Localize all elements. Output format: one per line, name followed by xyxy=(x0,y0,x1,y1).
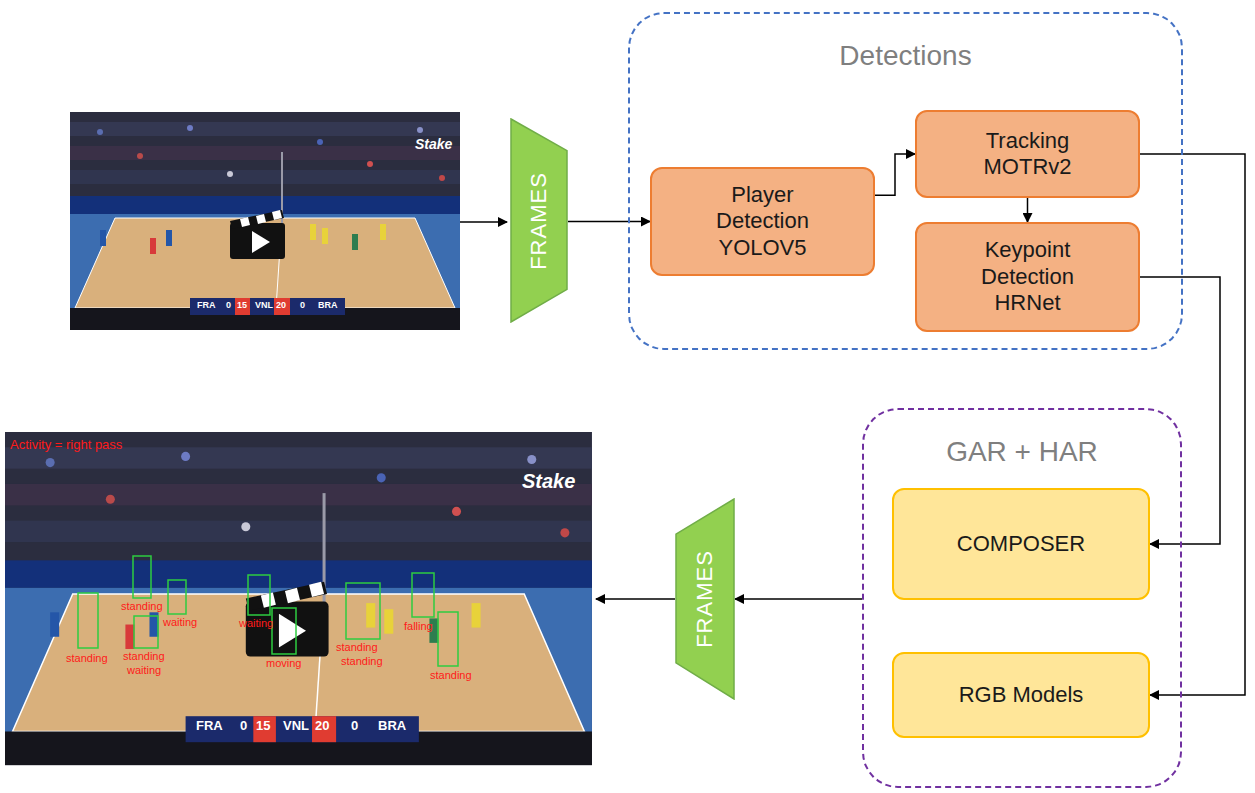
group-region: GAR + HAR COMPOSER RGB Models xyxy=(862,408,1182,788)
output-arrow xyxy=(596,598,675,600)
process-box: RGB Models xyxy=(892,652,1150,738)
frames-trapezoid: FRAMES xyxy=(510,118,568,323)
image-label: Activity = right pass xyxy=(10,438,122,453)
image-label: VNL xyxy=(255,300,273,310)
image-label: FRA xyxy=(197,300,216,310)
process-box: Tracking MOTRv2 xyxy=(915,110,1140,198)
connector-arrow xyxy=(1140,277,1220,544)
image-label: standing xyxy=(66,652,108,665)
box-label: Keypoint Detection HRNet xyxy=(963,237,1093,316)
image-label: waiting xyxy=(163,616,197,629)
image-label: 15 xyxy=(256,719,270,734)
image-label: standing xyxy=(341,655,383,668)
image-label: 0 xyxy=(226,300,231,310)
group-region: DetectionsPlayer Detection YOLOV5 Trackin… xyxy=(628,12,1183,350)
connector-arrow xyxy=(568,221,650,223)
image-label: 0 xyxy=(240,719,247,734)
player-box xyxy=(134,616,158,648)
image-label: 15 xyxy=(237,300,247,310)
image-label: moving xyxy=(266,657,301,670)
image-label: 20 xyxy=(315,719,329,734)
image-label: 0 xyxy=(300,300,305,310)
image-label: 0 xyxy=(351,719,358,734)
image-label: BRA xyxy=(318,300,338,310)
frames-label: FRAMES xyxy=(692,550,718,648)
image-label: standing xyxy=(121,600,163,613)
image-label: falling xyxy=(404,620,433,633)
frames-label: FRAMES xyxy=(526,172,552,270)
image-label: standing xyxy=(430,669,472,682)
input-arrow xyxy=(460,221,507,223)
process-box: Keypoint Detection HRNet xyxy=(915,222,1140,332)
player-boxes xyxy=(78,556,458,666)
connector-arrow xyxy=(735,598,862,600)
box-label: Tracking MOTRv2 xyxy=(968,128,1088,181)
trapezoid-outline xyxy=(676,499,734,699)
input-video-frame xyxy=(70,112,460,330)
process-box: COMPOSER xyxy=(892,488,1150,600)
group-title: GAR + HAR xyxy=(864,436,1180,468)
image-label: standing xyxy=(336,641,378,654)
player-box xyxy=(346,583,380,639)
image-label: FRA xyxy=(196,719,223,734)
frames-trapezoid: FRAMES xyxy=(675,498,735,700)
process-box: Player Detection YOLOV5 xyxy=(650,167,875,276)
image-label: 20 xyxy=(276,300,286,310)
connector-arrow xyxy=(875,154,915,195)
connector-arrow xyxy=(1027,198,1029,222)
image-label: Stake xyxy=(415,136,452,152)
box-label: COMPOSER xyxy=(957,531,1085,557)
player-box xyxy=(168,580,186,614)
player-box xyxy=(272,608,296,654)
connector-arrow xyxy=(1140,154,1245,695)
image-label: waiting xyxy=(239,617,273,630)
image-label: BRA xyxy=(378,719,406,734)
player-box xyxy=(78,593,98,648)
image-label: VNL xyxy=(283,719,309,734)
player-box xyxy=(133,556,151,598)
image-label: waiting xyxy=(127,664,161,677)
player-box xyxy=(248,575,270,615)
player-box xyxy=(438,612,458,666)
group-title: Detections xyxy=(630,40,1181,72)
image-label: Stake xyxy=(522,470,575,493)
output-video-frame xyxy=(5,432,592,765)
image-label: standing xyxy=(123,650,165,663)
box-label: RGB Models xyxy=(959,682,1084,708)
player-box xyxy=(412,573,434,617)
box-label: Player Detection YOLOV5 xyxy=(698,182,828,261)
trapezoid-outline xyxy=(511,119,567,322)
